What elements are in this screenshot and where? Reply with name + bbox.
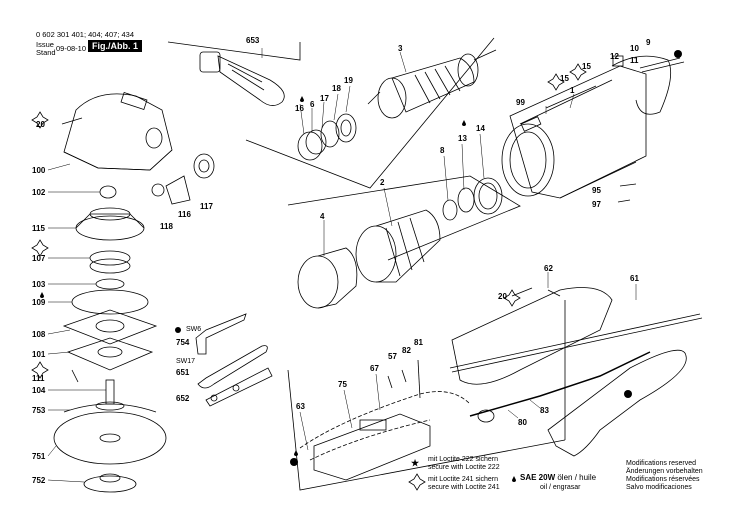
legend-oil: SAE 20W ölen / huile (520, 474, 596, 482)
part-label: 15 (560, 74, 569, 83)
part-label: 107 (32, 254, 46, 263)
part-label: 117 (200, 202, 213, 211)
part-label: 652 (176, 394, 190, 403)
part-label: 753 (32, 406, 46, 415)
part-label: 116 (178, 210, 191, 219)
part-label: 17 (320, 94, 329, 103)
part-label: 97 (592, 200, 601, 209)
part-label: 3 (398, 44, 403, 53)
part-label: 62 (544, 264, 553, 273)
part-label: 10 (630, 44, 639, 53)
part-label: 83 (540, 406, 549, 415)
part-2-stator (355, 209, 441, 283)
part-4-sleeve (297, 247, 358, 309)
part-label: 67 (370, 364, 379, 373)
issue-date: 09-08-10 (56, 44, 87, 53)
part-label: 103 (32, 280, 46, 289)
part-label: 100 (32, 166, 46, 175)
tool-wrenches (195, 313, 273, 407)
part-label: 109 (32, 298, 46, 307)
part-label: 2 (380, 178, 385, 187)
part-label: 102 (32, 188, 46, 197)
tool-size-sw6: SW6 (186, 326, 202, 333)
part-label: 108 (32, 330, 46, 339)
stand-label: Stand (36, 48, 56, 57)
part-label: 111 (32, 374, 45, 383)
part-label: 18 (332, 84, 341, 93)
part-label: 20 (36, 120, 45, 129)
part-61-handle (449, 287, 703, 457)
part-label: 13 (458, 134, 467, 143)
part-label: 75 (338, 380, 347, 389)
marker-symbols: ★ (31, 50, 682, 491)
legend-oil-de: ölen / huile (555, 473, 597, 482)
part-label: 9 (646, 38, 651, 47)
modifications-en: Modifications reserved (626, 460, 697, 467)
figure-label: Fig./Abb. 1 (88, 40, 142, 52)
part-label: 754 (176, 338, 190, 347)
part-label: 95 (592, 186, 601, 195)
modifications-fr: Modifications réservées (626, 476, 700, 483)
part-label: 16 (295, 104, 304, 113)
part-label: 81 (414, 338, 423, 347)
part-label: 19 (344, 76, 353, 85)
part-label: 651 (176, 368, 190, 377)
part-label: 115 (32, 224, 45, 233)
part-label: 15 (582, 62, 591, 71)
legend-oil-title: SAE 20W (520, 473, 556, 482)
part-label: 751 (32, 452, 46, 461)
part-115-bevel-gear (75, 207, 145, 241)
legend-loctite241-en: secure with Loctite 241 (428, 484, 500, 491)
part-label: 4 (320, 212, 325, 221)
part-label: 20 (498, 292, 507, 301)
part-67-switch (299, 391, 471, 481)
part-label: 63 (296, 402, 305, 411)
tool-size-sw17: SW17 (176, 358, 196, 365)
legend-loctite222-de: mit Loctite 222 sichern (428, 456, 499, 463)
part-label: 118 (160, 222, 173, 231)
part-label: 1 (570, 86, 575, 95)
issue-label: Issue (36, 40, 54, 49)
legend-loctite241-de: mit Loctite 241 sichern (428, 476, 499, 483)
part-3-armature (367, 49, 497, 119)
modifications-es: Salvo modificaciones (626, 484, 692, 491)
legend-loctite222-en: secure with Loctite 222 (428, 464, 500, 471)
svg-text:★: ★ (411, 458, 420, 468)
part-label: 82 (402, 346, 411, 355)
part-label: 12 (610, 52, 619, 61)
part-label: 752 (32, 476, 46, 485)
part-label: 14 (476, 124, 485, 133)
part-label: 11 (630, 56, 639, 65)
part-label: 101 (32, 350, 46, 359)
part-label: 57 (388, 352, 397, 361)
part-label: 99 (516, 98, 525, 107)
modifications-de: Änderungen vorbehalten (626, 468, 703, 475)
part-label: 6 (310, 100, 315, 109)
document-number: 0 602 301 401; 404; 407; 434 (36, 30, 135, 39)
part-100-gear-housing (63, 92, 173, 171)
part-label: 104 (32, 386, 46, 395)
part-label: 653 (246, 36, 260, 45)
part-653-handle (199, 51, 285, 106)
part-label: 61 (630, 274, 639, 283)
part-label: 80 (518, 418, 527, 427)
legend-oil-en: oil / engrasar (540, 484, 581, 491)
part-label: 8 (440, 146, 445, 155)
